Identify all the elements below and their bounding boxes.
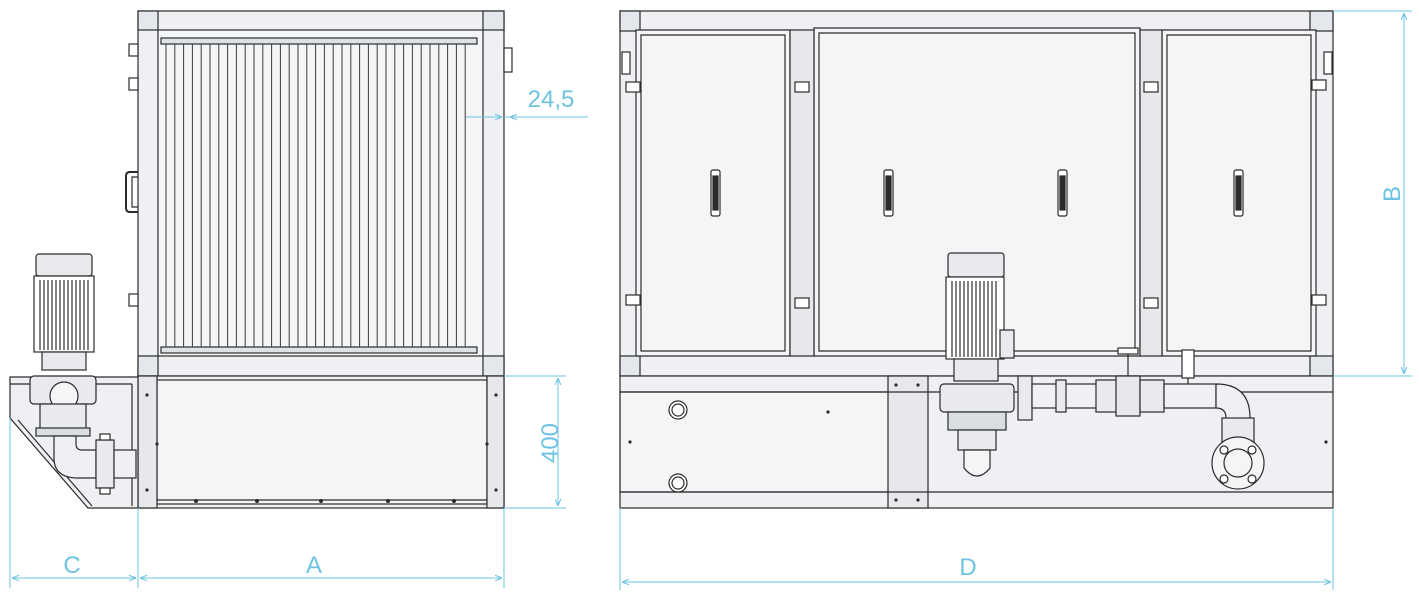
dim-label-d: D (959, 554, 976, 581)
dim-label-400: 400 (537, 423, 564, 463)
coil-bottom-bar (160, 346, 478, 354)
side-frame-inner (157, 29, 484, 357)
front-pump-motor-body (945, 276, 1005, 360)
dimension-lines (9, 10, 1412, 590)
dim-label-gap: 24,5 (528, 86, 575, 113)
motor-fins (951, 281, 997, 357)
pipe-flange (95, 439, 115, 489)
outlet-flange (1211, 436, 1265, 490)
dim-label-a: A (306, 552, 322, 579)
dim-label-c: C (63, 552, 80, 579)
valve-body (1115, 375, 1141, 417)
coil-top-bar (160, 37, 478, 45)
side-view (9, 10, 513, 509)
motor-fins (39, 280, 89, 350)
front-view (619, 10, 1334, 509)
coil-fins (165, 44, 466, 347)
pump-motor-cap (35, 253, 93, 277)
dim-label-b: B (1379, 186, 1406, 202)
side-handle (125, 171, 138, 213)
front-pump-motor-cap (947, 252, 1005, 278)
